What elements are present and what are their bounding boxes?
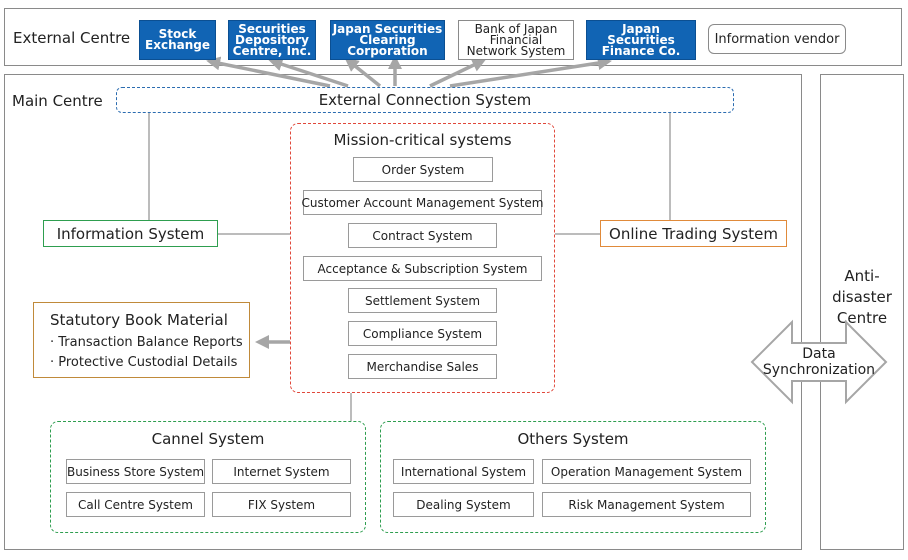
order-system: Order System — [353, 157, 493, 182]
mission-critical-title: Mission-critical systems — [333, 131, 512, 149]
call-centre-system: Call Centre System — [66, 492, 205, 517]
internet-system: Internet System — [212, 459, 351, 484]
statutory-item: · Transaction Balance Reports — [50, 335, 243, 350]
settlement-system: Settlement System — [348, 288, 497, 313]
statutory-book-material: Statutory Book Material · Transaction Ba… — [33, 302, 250, 378]
fix-system: FIX System — [212, 492, 351, 517]
others-system-group — [380, 421, 766, 533]
acceptance-subscription-system: Acceptance & Subscription System — [303, 256, 542, 281]
business-store-system: Business Store System — [66, 459, 205, 484]
anti-disaster-region — [820, 74, 904, 550]
vendor-jsf: Japan Securities Finance Co. — [586, 20, 696, 60]
risk-management-system: Risk Management System — [542, 492, 751, 517]
vendor-jscc: Japan Securities Clearing Corporation — [330, 20, 445, 60]
cannel-system-title: Cannel System — [151, 430, 265, 448]
vendor-securities-depository: Securities Depository Centre, Inc. — [228, 20, 316, 60]
cannel-system-group — [50, 421, 366, 533]
contract-system: Contract System — [348, 223, 497, 248]
others-system-title: Others System — [517, 430, 629, 448]
external-centre-label: External Centre — [13, 29, 131, 47]
operation-management-system: Operation Management System — [542, 459, 751, 484]
data-sync-double-arrow — [750, 319, 888, 405]
statutory-item: · Protective Custodial Details — [50, 355, 238, 370]
online-trading-system: Online Trading System — [600, 220, 787, 247]
customer-account-management-system: Customer Account Management System — [302, 190, 544, 215]
vendor-boj-network: Bank of Japan Financial Network System — [458, 20, 574, 60]
statutory-title: Statutory Book Material — [50, 311, 228, 329]
vendor-information: Information vendor — [708, 24, 846, 54]
anti-disaster-label: Anti-disaster Centre — [832, 267, 892, 327]
international-system: International System — [393, 459, 534, 484]
main-centre-label: Main Centre — [12, 92, 103, 110]
mission-critical-group — [290, 123, 555, 393]
information-system: Information System — [43, 220, 218, 247]
data-sync-label: Data Synchronization — [762, 346, 876, 378]
external-connection-system: External Connection System — [116, 87, 734, 113]
vendor-arrows — [206, 55, 612, 88]
compliance-system: Compliance System — [348, 321, 497, 346]
merchandise-sales: Merchandise Sales — [348, 354, 497, 379]
vendor-stock-exchange: Stock Exchange — [139, 20, 216, 60]
dealing-system: Dealing System — [393, 492, 534, 517]
